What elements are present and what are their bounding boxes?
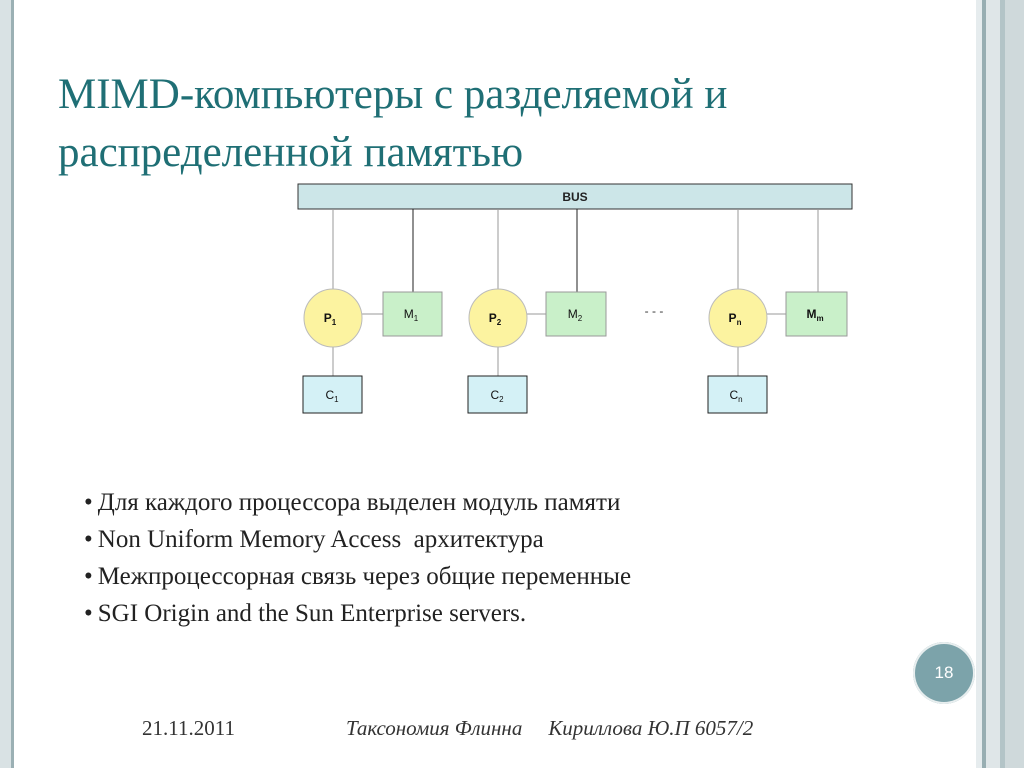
processor-n bbox=[708, 288, 768, 348]
architecture-diagram: BUS P1 M1 C1 P2 M2 C2 - - - bbox=[297, 183, 853, 414]
bullet-text: Non Uniform Memory Access архитектура bbox=[97, 526, 544, 553]
memory-1-subscript: 1 bbox=[414, 314, 419, 323]
svg-text:C2: C2 bbox=[490, 388, 504, 404]
bullet-dot-icon: • bbox=[84, 563, 93, 590]
memory-m bbox=[785, 291, 848, 337]
ellipsis: - - - bbox=[645, 304, 664, 318]
memory-1-label: M bbox=[404, 307, 414, 321]
memory-m-subscript: m bbox=[816, 314, 823, 323]
footer-topic: Таксономия Флинна bbox=[346, 716, 523, 740]
cache-2-subscript: 2 bbox=[499, 395, 504, 404]
processor-1-label: P bbox=[324, 311, 332, 325]
bullet-item: •Non Uniform Memory Access архитектура bbox=[84, 521, 631, 558]
footer-text: Таксономия Флинна Кириллова Ю.П 6057/2 bbox=[346, 716, 753, 741]
footer-author: Кириллова Ю.П 6057/2 bbox=[548, 716, 754, 740]
processor-2-label: P bbox=[489, 311, 497, 325]
cache-n bbox=[707, 375, 768, 414]
bullet-list: •Для каждого процессора выделен модуль п… bbox=[84, 484, 631, 632]
page-number-badge: 18 bbox=[913, 642, 975, 704]
cache-1-label: C bbox=[325, 388, 334, 402]
slide-frame-right bbox=[976, 0, 1024, 768]
node-2: P2 M2 C2 bbox=[467, 288, 607, 414]
svg-text:Mm: Mm bbox=[806, 307, 823, 323]
processor-n-label: P bbox=[729, 311, 737, 325]
bullet-text: Для каждого процессора выделен модуль па… bbox=[97, 489, 621, 516]
memory-2-label: M bbox=[568, 307, 578, 321]
processor-1-subscript: 1 bbox=[332, 318, 337, 327]
memory-1 bbox=[382, 291, 443, 337]
svg-text:M2: M2 bbox=[568, 307, 583, 323]
cache-2-label: C bbox=[490, 388, 499, 402]
processor-n-subscript: n bbox=[737, 318, 742, 327]
bullet-dot-icon: • bbox=[84, 526, 93, 553]
cache-1-subscript: 1 bbox=[334, 395, 339, 404]
node-1: P1 M1 C1 bbox=[302, 288, 443, 414]
svg-text:Pn: Pn bbox=[729, 311, 742, 327]
bullet-item: •Межпроцессорная связь через общие перем… bbox=[84, 558, 631, 595]
memory-m-label: M bbox=[806, 307, 816, 321]
memory-2-subscript: 2 bbox=[578, 314, 583, 323]
processor-2-subscript: 2 bbox=[497, 318, 502, 327]
bus-bar bbox=[297, 183, 853, 210]
node-n: Pn Mm Cn bbox=[707, 288, 848, 414]
footer-date: 21.11.2011 bbox=[142, 716, 235, 740]
slide-frame-left bbox=[0, 0, 14, 768]
bullet-item: •Для каждого процессора выделен модуль п… bbox=[84, 484, 631, 521]
cache-n-subscript: n bbox=[738, 395, 742, 404]
bullet-text: Межпроцессорная связь через общие переме… bbox=[97, 563, 632, 590]
svg-text:M1: M1 bbox=[404, 307, 419, 323]
bullet-dot-icon: • bbox=[84, 600, 93, 627]
slide-title: MIMD-компьютеры с разделяемой и распреде… bbox=[58, 71, 728, 176]
cache-2 bbox=[467, 375, 528, 414]
memory-2 bbox=[545, 291, 607, 337]
cache-1 bbox=[302, 375, 363, 414]
cache-n-label: C bbox=[729, 388, 738, 402]
processor-2 bbox=[468, 288, 528, 348]
svg-text:P1: P1 bbox=[324, 311, 337, 327]
bullet-text: SGI Origin and the Sun Enterprise server… bbox=[97, 600, 527, 627]
bullet-item: •SGI Origin and the Sun Enterprise serve… bbox=[84, 595, 631, 632]
processor-1 bbox=[303, 288, 363, 348]
bullet-dot-icon: • bbox=[84, 489, 93, 516]
svg-text:C1: C1 bbox=[325, 388, 339, 404]
svg-text:P2: P2 bbox=[489, 311, 502, 327]
bus-label: BUS bbox=[562, 190, 587, 204]
svg-text:Cn: Cn bbox=[729, 388, 742, 404]
